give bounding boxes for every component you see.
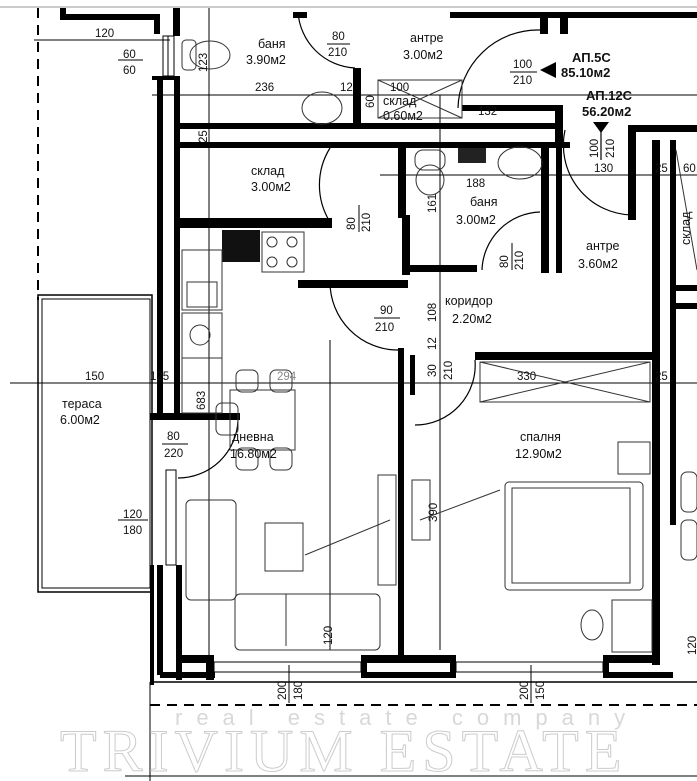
svg-text:200: 200	[519, 681, 531, 700]
svg-text:161: 161	[427, 194, 439, 213]
svg-text:683: 683	[196, 391, 208, 410]
svg-text:30: 30	[427, 364, 439, 377]
bed-icon	[504, 481, 644, 591]
svg-text:56.20м2: 56.20м2	[582, 104, 631, 119]
apartment-labels: АП.5С 85.10м2 АП.12С 56.20м2	[561, 50, 633, 119]
svg-text:130: 130	[594, 163, 613, 175]
svg-text:236: 236	[255, 82, 274, 94]
room-labels: баня 3.90м2 антре 3.00м2 склад 0.60м2 ск…	[60, 31, 693, 461]
svg-text:25: 25	[198, 130, 210, 143]
room-area: 3.90м2	[246, 53, 286, 67]
entrance-arrow-icon	[540, 62, 556, 78]
svg-text:80: 80	[167, 431, 180, 443]
dimension-labels: 120 123 236 12 100 60 132 25 188 161 130…	[85, 28, 697, 655]
svg-text:123: 123	[198, 53, 210, 72]
svg-text:180: 180	[123, 525, 142, 537]
svg-text:210: 210	[375, 322, 394, 334]
svg-text:132: 132	[478, 106, 497, 118]
svg-text:120: 120	[687, 636, 697, 655]
toilet-icon	[181, 39, 197, 71]
room-area: 3.00м2	[456, 213, 496, 227]
door-labels: 80 210 100 210 100 210 80 210 80 210 90 …	[162, 31, 617, 460]
room-area: 0.60м2	[383, 109, 423, 123]
svg-text:25: 25	[655, 163, 668, 175]
svg-text:TRIVIUM ESTATE: TRIVIUM ESTATE	[60, 718, 628, 781]
room-name: тераса	[62, 397, 102, 411]
window-labels: 60 60 120 180 200 180 200 150	[118, 49, 547, 703]
svg-text:60: 60	[365, 95, 377, 108]
sofa-icon	[185, 499, 237, 601]
room-name: склад	[679, 211, 693, 245]
svg-text:100: 100	[390, 82, 409, 94]
furniture	[181, 39, 697, 653]
stove-icon	[222, 230, 260, 262]
svg-text:АП.5С: АП.5С	[572, 50, 611, 65]
room-name: склад	[383, 94, 417, 108]
svg-text:80: 80	[332, 31, 345, 43]
svg-text:108: 108	[427, 303, 439, 322]
svg-text:12: 12	[340, 82, 353, 94]
svg-text:120: 120	[123, 509, 142, 521]
watermark-logo: real estate company TRIVIUM ESTATE	[60, 705, 639, 781]
room-name: дневна	[232, 430, 274, 444]
sink-icon	[301, 91, 343, 125]
room-name: антре	[586, 239, 620, 253]
svg-text:200: 200	[277, 681, 289, 700]
room-area: 3.00м2	[251, 180, 291, 194]
svg-text:210: 210	[605, 139, 617, 158]
svg-text:210: 210	[514, 251, 526, 270]
room-name: спалня	[520, 430, 561, 444]
svg-text:100: 100	[513, 59, 532, 71]
windows	[162, 35, 604, 673]
svg-text:220: 220	[164, 448, 183, 460]
sink-icon	[497, 146, 543, 180]
svg-text:12: 12	[427, 337, 439, 350]
door-swings	[177, 11, 633, 479]
room-area: 12.90м2	[515, 447, 562, 461]
svg-text:60: 60	[683, 163, 696, 175]
room-area: 6.00м2	[60, 413, 100, 427]
svg-text:60: 60	[123, 49, 136, 61]
svg-text:85.10м2: 85.10м2	[561, 65, 610, 80]
sofa-icon	[234, 593, 381, 651]
svg-text:330: 330	[517, 371, 536, 383]
svg-text:188: 188	[466, 178, 485, 190]
svg-text:90: 90	[380, 305, 393, 317]
svg-text:60: 60	[123, 65, 136, 77]
room-name: склад	[251, 164, 285, 178]
room-area: 3.00м2	[403, 48, 443, 62]
room-area: 2.20м2	[452, 312, 492, 326]
toilet-icon	[414, 149, 446, 171]
room-name: баня	[470, 195, 498, 209]
svg-text:80: 80	[499, 255, 511, 268]
svg-text:25: 25	[655, 371, 668, 383]
svg-text:210: 210	[513, 75, 532, 87]
svg-text:120: 120	[95, 28, 114, 40]
svg-text:125: 125	[150, 371, 169, 383]
room-area: 3.60м2	[578, 257, 618, 271]
svg-text:120: 120	[323, 626, 335, 645]
svg-text:150: 150	[535, 681, 547, 700]
svg-text:390: 390	[428, 503, 440, 522]
svg-text:АП.12С: АП.12С	[586, 88, 633, 103]
svg-text:180: 180	[293, 681, 305, 700]
walls	[60, 8, 697, 685]
axis-lines	[10, 8, 697, 781]
svg-text:150: 150	[85, 371, 104, 383]
room-area: 16.80м2	[230, 447, 277, 461]
svg-text:100: 100	[589, 139, 601, 158]
room-name: баня	[258, 37, 286, 51]
entrance-arrow-icon	[593, 122, 609, 133]
svg-text:210: 210	[361, 213, 373, 232]
svg-text:80: 80	[346, 217, 358, 230]
svg-text:real estate company: real estate company	[175, 705, 639, 730]
svg-text:294: 294	[277, 371, 297, 383]
room-name: коридор	[445, 294, 493, 308]
svg-text:210: 210	[328, 47, 347, 59]
terrace	[37, 294, 153, 593]
svg-text:210: 210	[443, 361, 455, 380]
room-name: антре	[410, 31, 444, 45]
